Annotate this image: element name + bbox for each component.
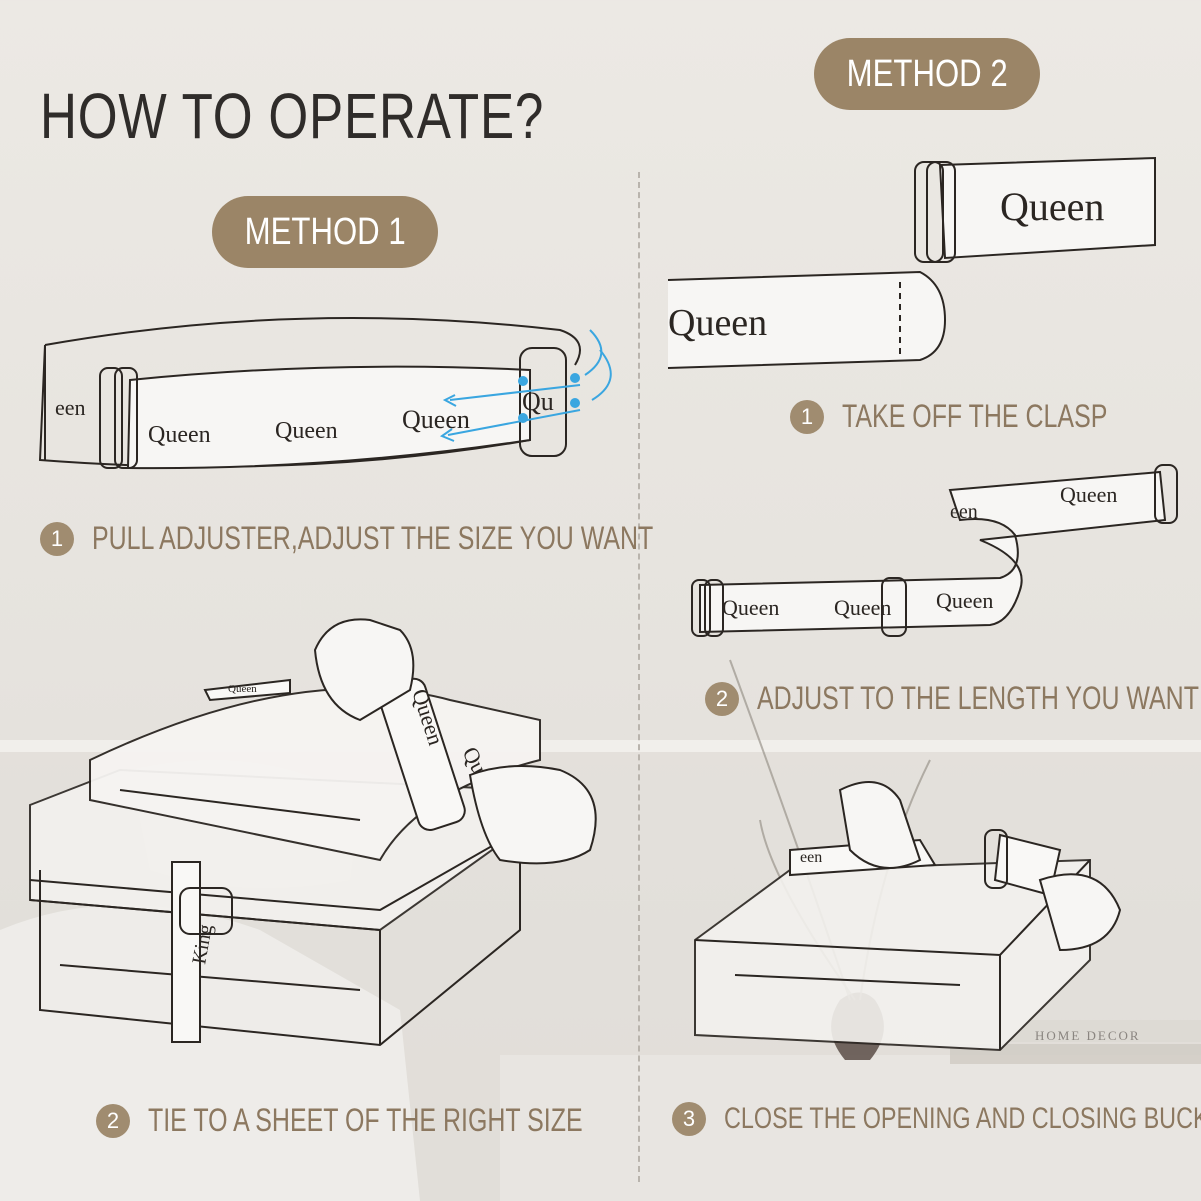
method-1-step-1: 1 PULL ADJUSTER,ADJUST THE SIZE YOU WANT — [40, 520, 812, 557]
strap-label-partial: een — [55, 395, 86, 420]
method-2-step-3: 3 CLOSE THE OPENING AND CLOSING BUCKLE — [672, 1102, 1201, 1136]
strap-label: Queen — [148, 422, 211, 448]
step-number-badge: 3 — [672, 1102, 706, 1136]
adjusted-strap-method-2: Queen Queen Queen een Queen — [691, 464, 1178, 637]
strap-label: Queen — [1060, 482, 1117, 507]
adjust-arrows — [439, 329, 612, 442]
step-number-badge: 2 — [705, 681, 739, 716]
step-instruction: CLOSE THE OPENING AND CLOSING BUCKLE — [724, 1102, 1201, 1135]
method-divider — [638, 172, 640, 1182]
strap-label: Queen — [1000, 184, 1104, 229]
strap-label-partial: een — [950, 501, 978, 523]
method-2-step-1: 1 TAKE OFF THE CLASP — [790, 398, 1182, 435]
method-2-step-2: 2 ADJUST TO THE LENGTH YOU WANT — [705, 680, 1201, 717]
detached-strap-method-2: Queen Queen — [667, 156, 1156, 369]
strap-label-partial: een — [800, 849, 822, 866]
step-instruction: TIE TO A SHEET OF THE RIGHT SIZE — [148, 1102, 583, 1138]
strap-loop-method-1: een Queen Queen Queen Qu — [38, 317, 581, 470]
step-instruction: ADJUST TO THE LENGTH YOU WANT — [757, 680, 1199, 716]
method-2-label: METHOD 2 — [846, 52, 1008, 95]
method-1-badge: METHOD 1 — [212, 196, 438, 268]
strap-label: Queen — [402, 405, 470, 434]
strap-label: Queen — [834, 595, 891, 620]
strap-label: Queen — [722, 595, 779, 620]
strap-label-partial: Queen — [668, 302, 767, 344]
method-1-label: METHOD 1 — [244, 210, 406, 253]
strap-label: Queen — [275, 418, 338, 444]
book-spine-text: HOME DECOR — [1035, 1028, 1141, 1043]
step-number-badge: 1 — [790, 399, 824, 434]
step-instruction: TAKE OFF THE CLASP — [842, 398, 1108, 434]
folded-sheet-method-2: een — [694, 781, 1122, 1052]
strap-label: Queen — [936, 588, 993, 613]
method-2-badge: METHOD 2 — [814, 38, 1040, 110]
page-title: HOW TO OPERATE? — [40, 79, 545, 152]
method-1-step-2: 2 TIE TO A SHEET OF THE RIGHT SIZE — [96, 1102, 705, 1139]
strap-label: Queen — [228, 683, 257, 695]
step-number-badge: 1 — [40, 521, 74, 556]
step-number-badge: 2 — [96, 1103, 130, 1138]
step-instruction: PULL ADJUSTER,ADJUST THE SIZE YOU WANT — [92, 520, 654, 556]
stacked-cushions-method-1: King Queen Queen Queen — [29, 618, 597, 1047]
